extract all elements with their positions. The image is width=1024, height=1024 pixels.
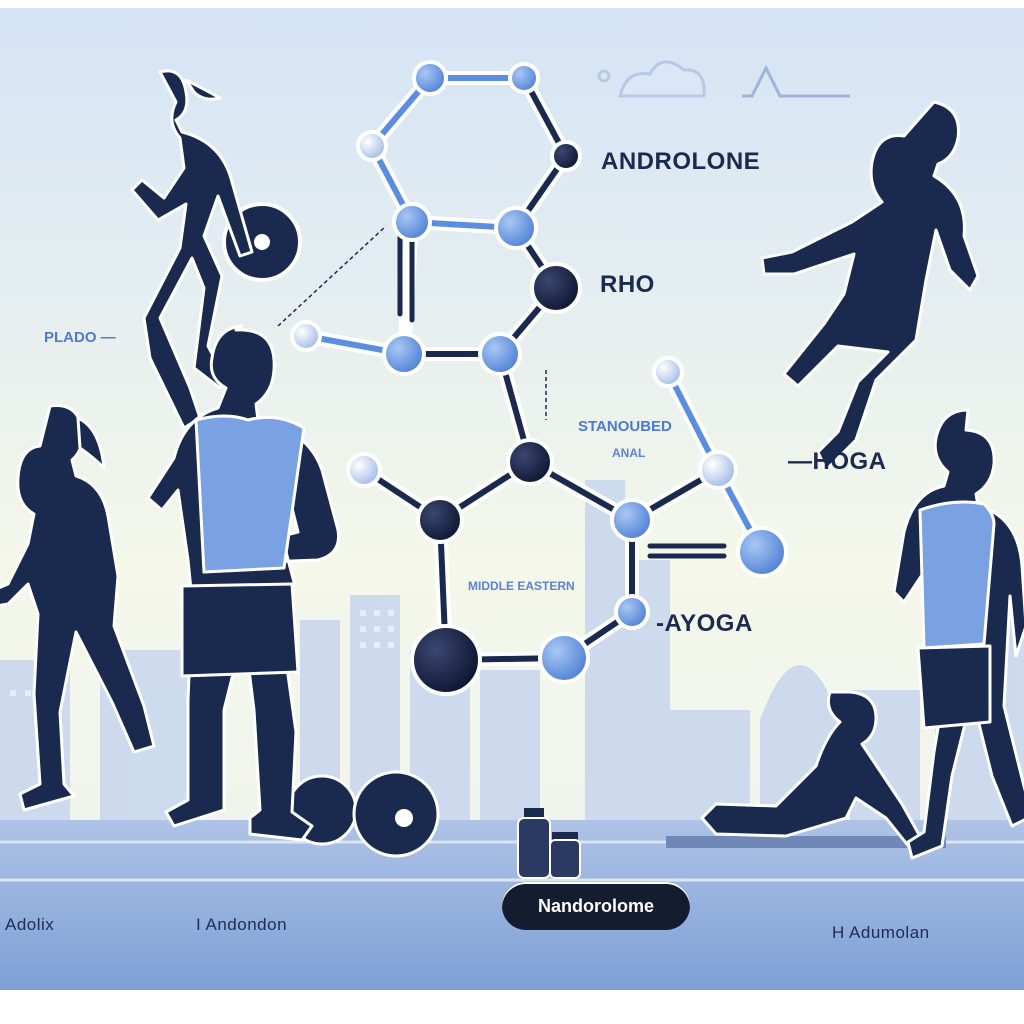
side-label-plado: PLADO — [44,329,116,346]
white-border-top [0,0,1024,8]
caption-andondon: I Andondon [196,915,288,934]
silhouette-jumping-woman [130,69,254,430]
molecule-label-hoga: —HOGA [788,448,887,475]
supplement-bottle-icon [517,808,551,879]
cloud-icon [597,60,706,98]
white-border-bottom [0,990,1024,1024]
caption-adumolan: H Adumolan [832,923,930,942]
supplement-jar-icon [549,832,581,879]
molecule-label-anal: ANAL [612,446,646,460]
compound-name-badge: Nandorolome [502,882,690,930]
caption-adolix: Adolix [5,915,55,934]
molecule-diagram-icon [290,60,788,696]
molecule-label-middle-eastern: MIDDLE EASTERN [468,579,575,593]
molecule-dashed-connectors [277,225,547,420]
heartbeat-icon [742,64,850,98]
silhouette-running-woman [0,404,156,812]
floor-dumbbell-icon [286,770,440,858]
silhouette-running-man [892,408,1024,860]
molecule-label-rho: RHO [600,271,655,298]
molecule-label-androlone: ANDROLONE [601,148,761,175]
molecule-label-stanoubed: STANOUBED [578,418,672,435]
yoga-mat [666,836,946,848]
silhouette-sitting-man [700,690,924,850]
silhouette-standing-man [146,324,341,842]
molecule-label-ayoga: -AYOGA [656,610,753,637]
silhouette-jumping-man [760,100,980,472]
